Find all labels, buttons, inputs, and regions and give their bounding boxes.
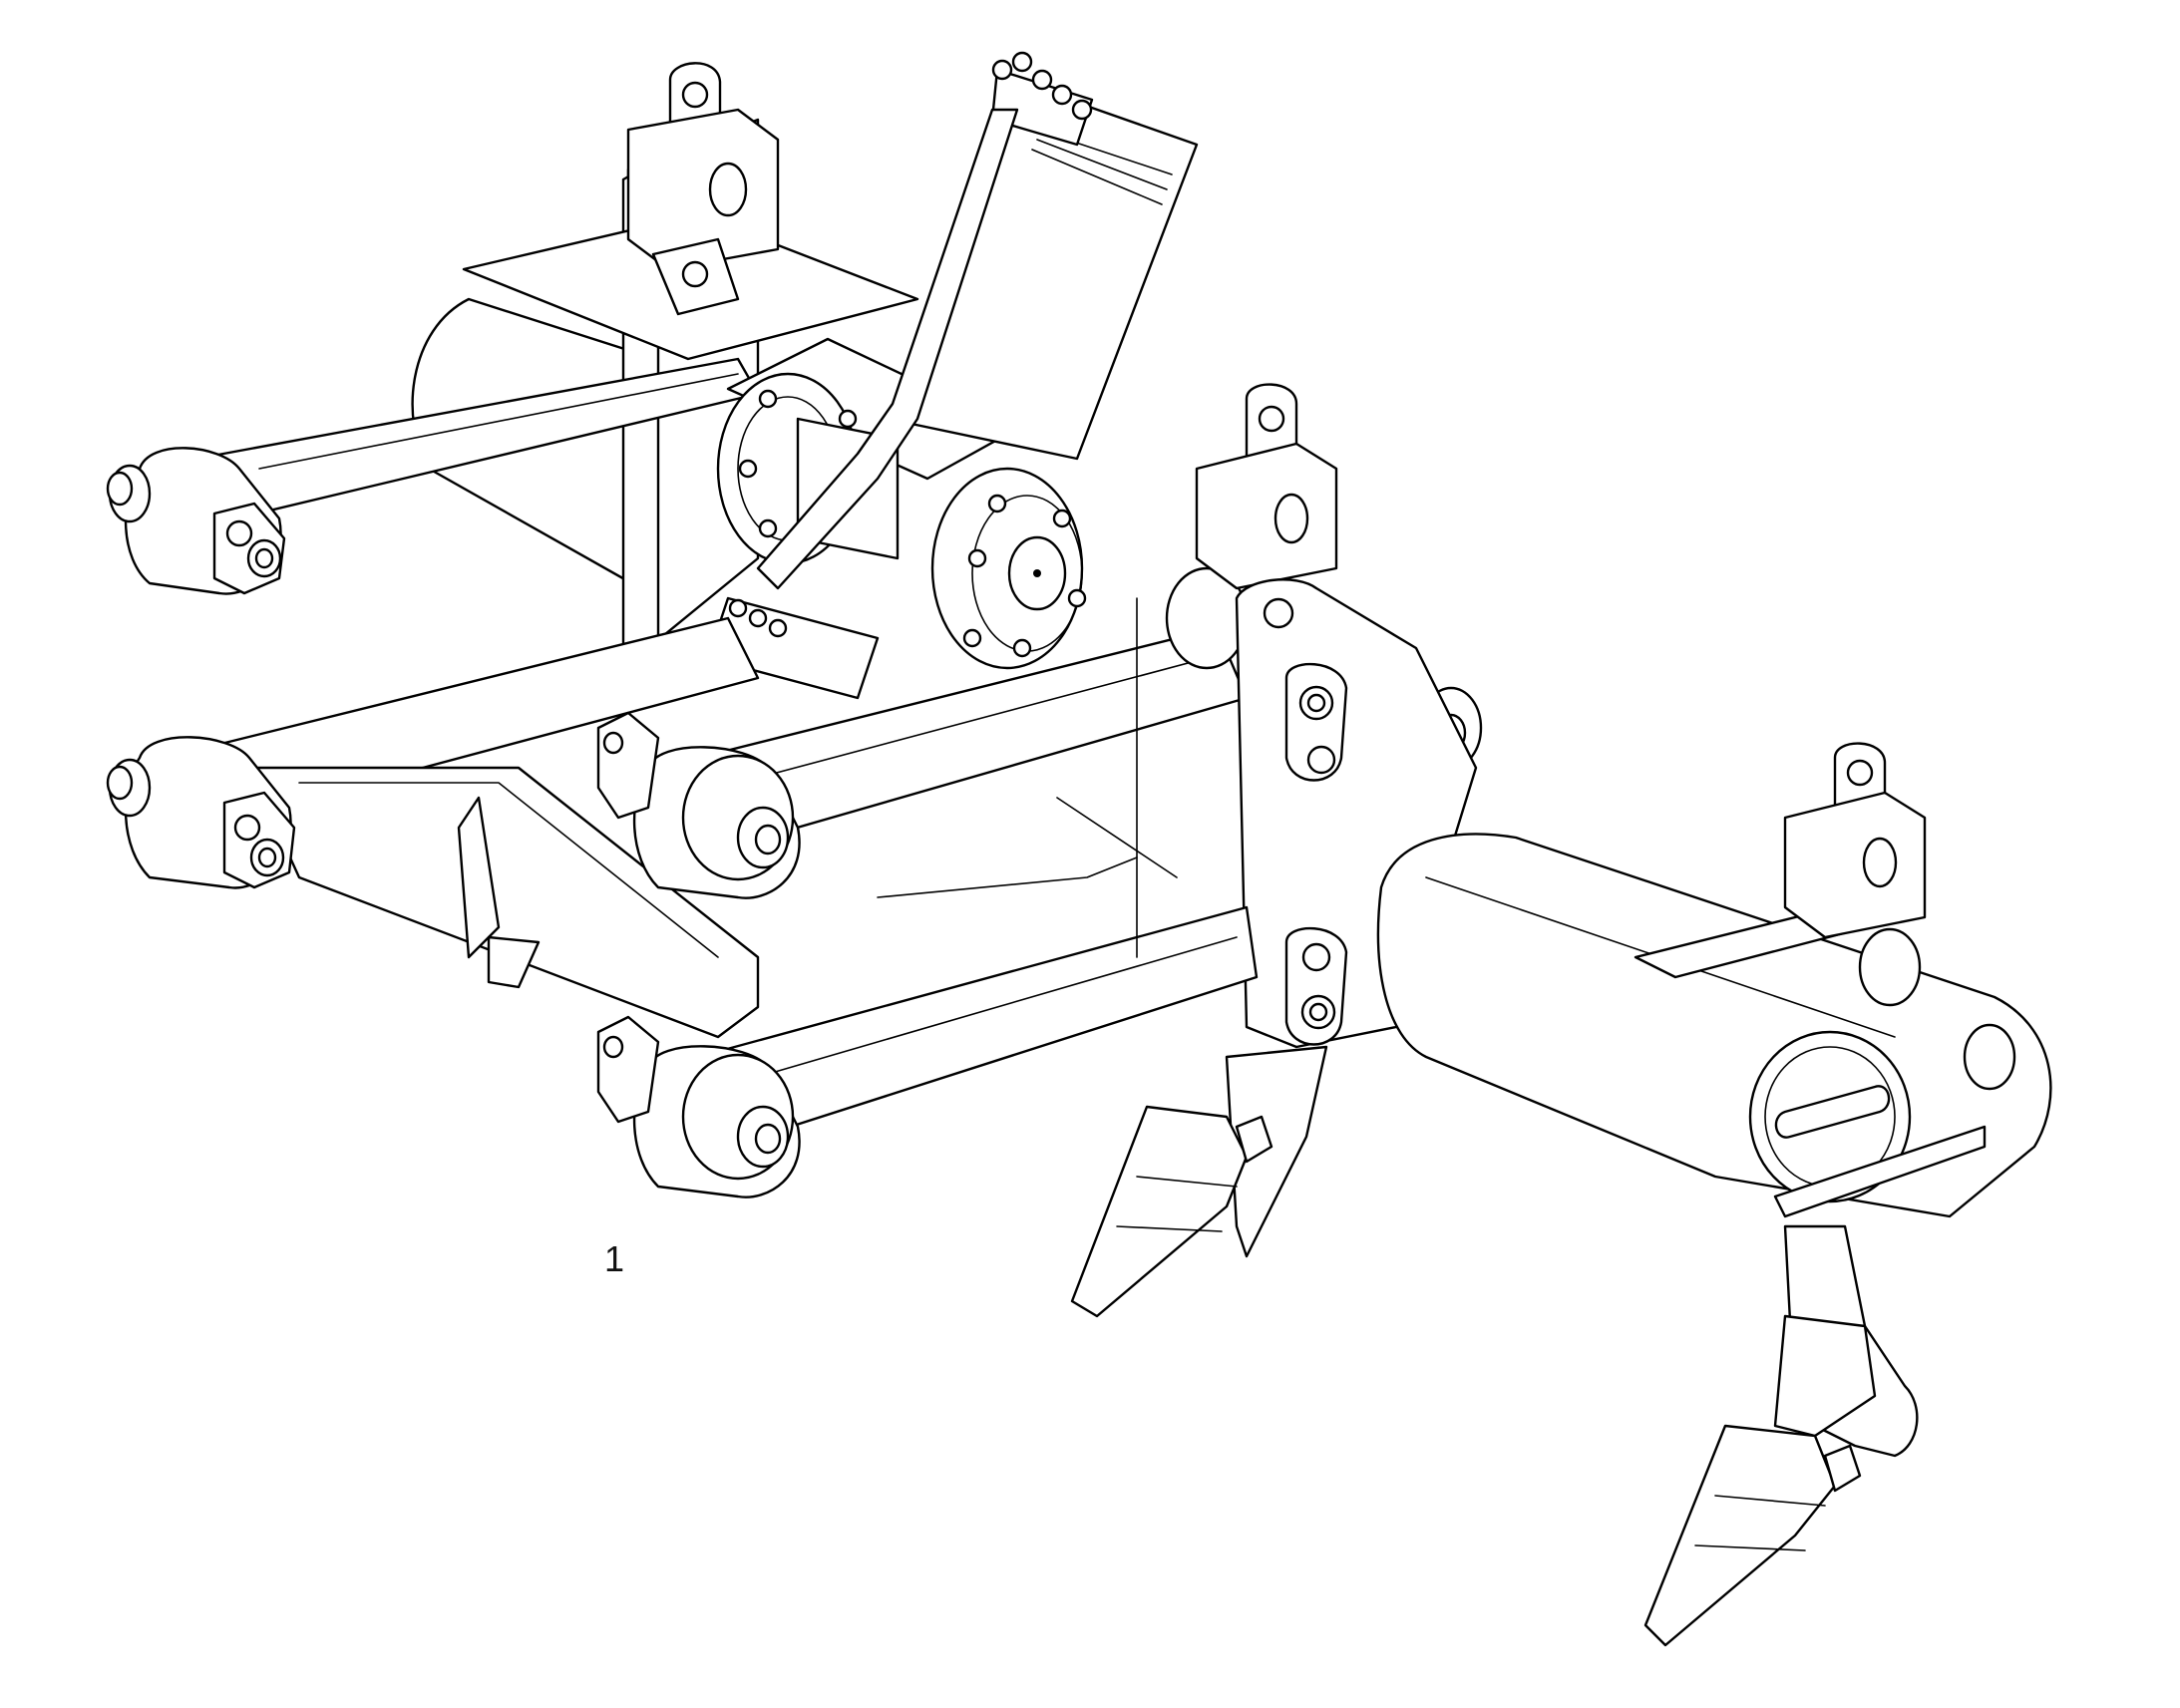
upper-left-link-arm <box>106 357 760 595</box>
lifting-eye-hole <box>681 81 709 109</box>
ripper-beam <box>1376 742 2052 1218</box>
lower-front-arm <box>596 905 1259 1198</box>
right-lifting-lug <box>1195 383 1338 590</box>
support-struts <box>877 597 1178 958</box>
middle-right-arm <box>596 566 1483 899</box>
lower-left-arm <box>106 616 760 1039</box>
left-ripper-shank <box>1070 1045 1328 1318</box>
right-ripper-shank <box>1643 1224 1919 1647</box>
pin-bolt <box>225 519 253 547</box>
hose-bracket <box>706 51 1199 700</box>
left-ripper-tooth <box>1070 1105 1249 1318</box>
right-ripper-tooth <box>1643 1424 1837 1647</box>
callout-label-1: 1 <box>604 1238 625 1279</box>
